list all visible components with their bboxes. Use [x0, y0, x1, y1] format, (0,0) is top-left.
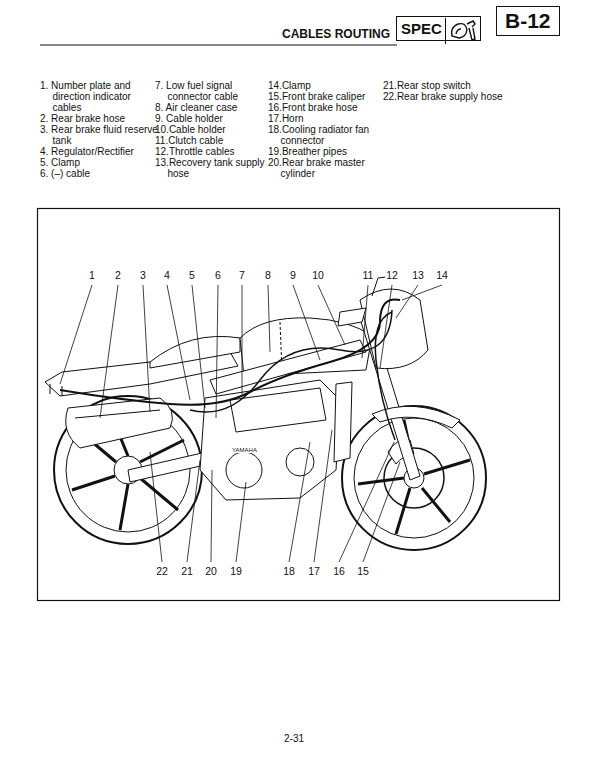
motorcycle	[45, 276, 486, 550]
part-list-item: 15.Front brake caliper	[268, 91, 389, 102]
part-list-item: 16.Front brake hose	[268, 102, 389, 113]
part-list-item: 5. Clamp	[40, 157, 161, 168]
part-list-item: 20.Rear brake master cylinder	[268, 157, 389, 179]
page-title: CABLES ROUTING	[282, 27, 390, 41]
callout-number: 20	[204, 565, 218, 577]
callout-number: 13	[411, 269, 425, 281]
header-rule	[40, 44, 397, 45]
callout-number: 21	[180, 565, 194, 577]
callout-number: 8	[264, 269, 272, 281]
part-list-item: 9. Cable holder	[155, 113, 273, 124]
part-list-item: 6. (–) cable	[40, 168, 161, 179]
brand-mark: YAMAHA	[232, 447, 257, 453]
figure-frame	[38, 209, 560, 601]
callout-number: 3	[139, 269, 147, 281]
callout-number: 17	[307, 565, 321, 577]
callout-number: 22	[155, 565, 169, 577]
callout-number: 12	[385, 269, 399, 281]
spec-badge: SPEC	[396, 16, 481, 41]
part-list-item: 12.Throttle cables	[155, 146, 273, 157]
page-code-box: B-12	[496, 6, 560, 36]
part-list-item: 14.Clamp	[268, 80, 389, 91]
leader-lines	[60, 285, 442, 562]
part-list-item: 7. Low fuel signal connector cable	[155, 80, 273, 102]
part-list-item: 13.Recovery tank supply hose	[155, 157, 273, 179]
page-number: 2-31	[284, 733, 304, 744]
callout-number: 19	[229, 565, 243, 577]
part-list-item: 10.Cable holder	[155, 124, 273, 135]
callout-number: 9	[289, 269, 297, 281]
part-list-item: 18.Cooling radiator fan connector	[268, 124, 389, 146]
part-list-item: 4. Regulator/Rectifier	[40, 146, 161, 157]
part-list-item: 2. Rear brake hose	[40, 113, 161, 124]
wrench-icon	[445, 18, 479, 44]
part-list-item: 11.Clutch cable	[155, 135, 273, 146]
callout-number: 14	[435, 269, 449, 281]
callout-number: 16	[332, 565, 346, 577]
callout-number: 1	[88, 269, 96, 281]
callout-number: 15	[356, 565, 370, 577]
callout-number: 6	[214, 269, 222, 281]
part-list-item: 3. Rear brake fluid reserve tank	[40, 124, 161, 146]
part-list-item: 1. Number plate and direction indicator …	[40, 80, 161, 113]
callout-number: 7	[238, 269, 246, 281]
callout-number: 4	[163, 269, 171, 281]
callout-number: 11	[362, 269, 375, 281]
spec-text: SPEC	[401, 20, 442, 37]
callout-number: 18	[282, 565, 296, 577]
part-list-item: 8. Air cleaner case	[155, 102, 273, 113]
callout-number: 2	[114, 269, 122, 281]
callout-number: 10	[311, 269, 325, 281]
callout-number: 5	[188, 269, 196, 281]
page-code: B-12	[505, 9, 551, 33]
part-list-item: 21.Rear stop switch	[383, 80, 506, 91]
part-list-item: 22.Rear brake supply hose	[383, 91, 506, 102]
part-list-item: 17.Horn	[268, 113, 389, 124]
part-list-item: 19.Breather pipes	[268, 146, 389, 157]
